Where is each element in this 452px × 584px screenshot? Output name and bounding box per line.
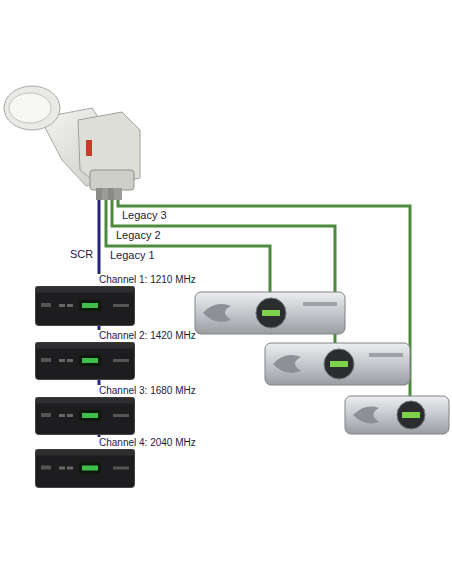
scr-cable (98, 200, 101, 274)
legacy-receiver (265, 343, 410, 385)
legacy-receiver (195, 292, 345, 334)
channel-label: Channel 1: 1210 MHz (99, 274, 196, 286)
scr-receiver (35, 342, 135, 380)
cable-label: SCR (70, 248, 93, 261)
scr-receiver (35, 449, 135, 488)
legacy-cable (118, 200, 410, 396)
legacy-label: Legacy 1 (110, 249, 155, 262)
channel-label: Channel 3: 1680 MHz (99, 385, 196, 397)
scr-cable (98, 435, 101, 437)
receiver-box: Channel 4: 2040 MHz (35, 437, 200, 488)
receiver-box: Channel 3: 1680 MHz (35, 385, 200, 435)
scr-receiver (35, 286, 135, 326)
scr-cable (98, 326, 101, 330)
scr-cable (98, 380, 101, 385)
receiver-box: Channel 1: 1210 MHz (35, 274, 200, 326)
legacy-label: Legacy 3 (122, 209, 167, 222)
scr-receiver (35, 397, 135, 435)
receiver-box: Channel 2: 1420 MHz (35, 330, 200, 380)
lnb-unit (4, 86, 140, 200)
channel-label: Channel 2: 1420 MHz (99, 330, 196, 342)
channel-label: Channel 4: 2040 MHz (99, 437, 196, 449)
legacy-receiver (345, 396, 449, 434)
legacy-label: Legacy 2 (116, 229, 161, 242)
